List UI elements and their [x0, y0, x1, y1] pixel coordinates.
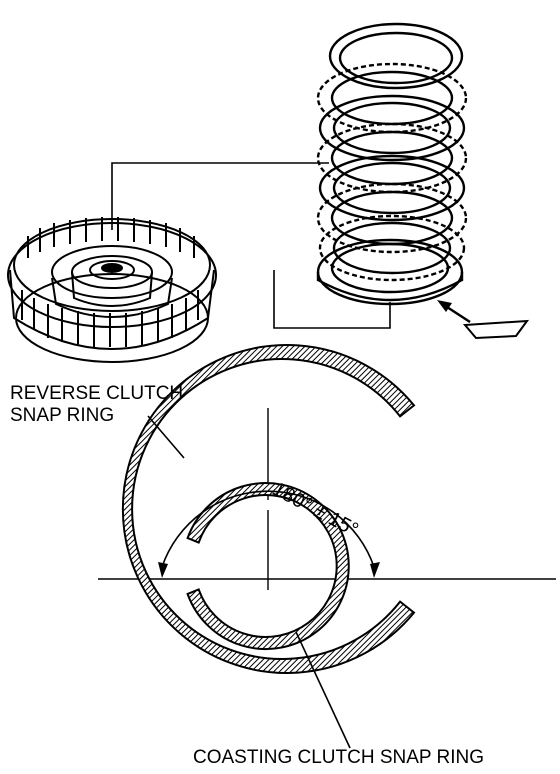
- flat-ring-icon: [462, 319, 530, 340]
- coasting-clutch-snap-ring: [186, 482, 350, 650]
- reverse-clutch-snap-ring: [121, 344, 416, 674]
- angle-dimension: [158, 490, 380, 578]
- centerlines: [98, 408, 556, 590]
- reverse-clutch-label-line1: REVERSE CLUTCH: [10, 383, 184, 404]
- clutch-pack: [316, 22, 468, 306]
- connector-lines: [111, 162, 391, 329]
- reverse-clutch-label-line2: SNAP RING: [10, 405, 115, 426]
- clutch-drum: [7, 217, 217, 363]
- label-leaders: [147, 415, 351, 749]
- direction-arrow: [437, 300, 471, 324]
- coasting-clutch-label: COASTING CLUTCH SNAP RING: [193, 747, 485, 768]
- drum-splines: [21, 217, 199, 347]
